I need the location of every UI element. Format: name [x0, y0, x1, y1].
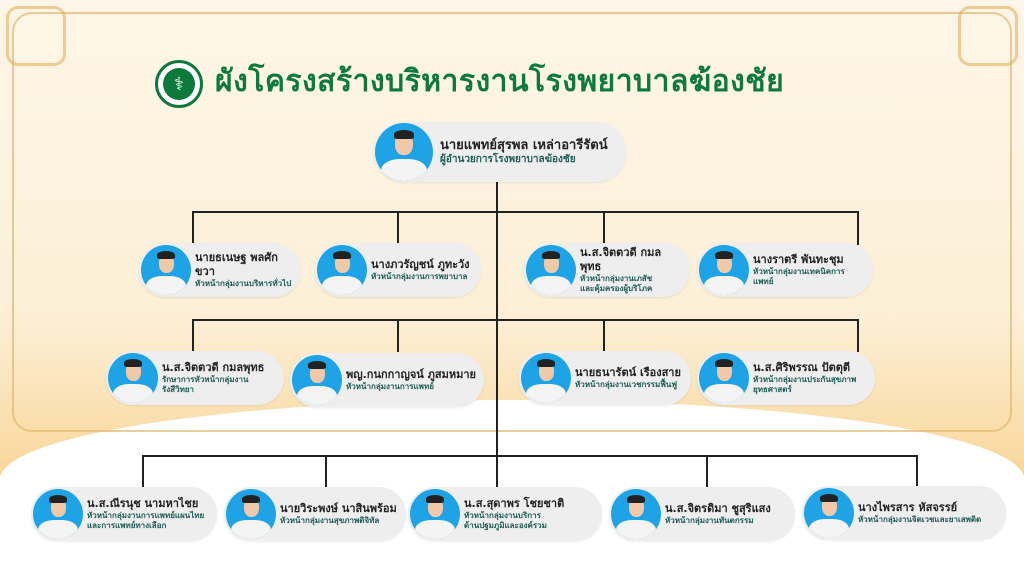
connector-line — [603, 211, 605, 245]
avatar — [375, 123, 433, 181]
person-role: หัวหน้ากลุ่มงานบริการ — [464, 510, 541, 520]
page-title: ผังโครงสร้างบริหารงานโรงพยาบาลฆ้องชัย — [215, 64, 785, 99]
person-role: หัวหน้ากลุ่มงานการพยาบาล — [371, 271, 468, 281]
avatar — [699, 353, 749, 403]
connector-line — [603, 319, 605, 352]
person-role: หัวหน้ากลุ่มงานบริหารทั่วไป — [195, 278, 292, 288]
person-name: นายธนารัตน์ เรืองสาย — [575, 366, 681, 380]
person-name: น.ส.ศิริพรรณ ปัตตุตี — [753, 361, 850, 375]
connector-line — [857, 319, 859, 352]
person-card: น.ส.จิตตวดี กมลพุทธรักษาการหัวหน้ากลุ่มง… — [106, 351, 284, 405]
avatar — [804, 488, 854, 538]
person-role: หัวหน้ากลุ่มงานการแพทย์ — [346, 381, 434, 391]
person-role: หัวหน้ากลุ่มงานประกันสุขภาพ — [753, 374, 857, 384]
connector-line — [857, 211, 859, 245]
person-role: หัวหน้ากลุ่มงานเทคนิคการแพทย์ — [753, 266, 845, 286]
avatar — [226, 489, 276, 539]
person-card: นางภวรัญชน์ ภูทะวังหัวหน้ากลุ่มงานการพยา… — [315, 243, 481, 297]
connector-line — [916, 455, 918, 487]
person-name: นางไพรสาร หัสจรรย์ — [858, 501, 958, 515]
connector-line — [142, 455, 918, 457]
connector-line — [192, 319, 858, 321]
avatar — [292, 355, 342, 405]
person-role: รักษาการหัวหน้ากลุ่มงานรังสีวิทยา — [162, 374, 249, 394]
person-role: ยุทธศาสตร์ — [753, 384, 792, 394]
avatar — [410, 489, 460, 539]
avatar — [521, 353, 571, 403]
connector-line — [706, 455, 708, 487]
person-name: น.ส.สุดาพร โชยชาติ — [464, 497, 565, 511]
connector-line — [397, 211, 399, 245]
person-name: นายธเนษฐ พลศักขวา — [195, 251, 278, 278]
person-name: นายแพทย์สุรพล เหล่าอารีรัตน์ — [440, 137, 608, 153]
connector-line — [142, 455, 144, 487]
ornament-corner — [6, 6, 66, 66]
person-name: นางภวรัญชน์ ภูทะวัง — [371, 258, 470, 272]
person-card: นางราตรี พันทะชุมหัวหน้ากลุ่มงานเทคนิคกา… — [697, 243, 873, 297]
connector-line — [192, 319, 194, 352]
person-name: น.ส.จิตตวดี กมลพุทธ — [580, 246, 662, 273]
person-role: ผู้อำนวยการโรงพยาบาลฆ้องชัย — [440, 153, 576, 165]
person-name: นางราตรี พันทะชุม — [753, 253, 844, 267]
person-card: น.ส.สุดาพร โชยชาติหัวหน้ากลุ่มงานบริการด… — [408, 487, 602, 541]
person-name: นายวิระพงษ์ นาสินพร้อม — [280, 502, 397, 516]
person-role: และคุ้มครองผู้บริโภค — [580, 283, 653, 293]
avatar — [611, 489, 661, 539]
person-card: น.ส.จิตตวดี กมลพุทธหัวหน้ากลุ่มงานเภสัชแ… — [524, 243, 690, 297]
person-role: หัวหน้ากลุ่มงานการแพทย์แผนไทย — [87, 510, 205, 520]
person-card: นายธเนษฐ พลศักขวาหัวหน้ากลุ่มงานบริหารทั… — [139, 243, 301, 297]
person-role: หัวหน้ากลุ่มงานเวชกรรมฟื้นฟู — [575, 379, 678, 389]
connector-line — [496, 455, 498, 487]
caduceus-icon: ⚕ — [163, 68, 195, 100]
person-name: พญ.กนกกาญจน์ ภูสมหมาย — [346, 368, 476, 382]
person-card: นายธนารัตน์ เรืองสายหัวหน้ากลุ่มงานเวชกร… — [519, 351, 691, 405]
avatar — [317, 245, 367, 295]
avatar — [33, 489, 83, 539]
connector-line — [325, 455, 327, 487]
avatar — [526, 245, 576, 295]
person-card: น.ส.ณีรนุช นามหาไชยหัวหน้ากลุ่มงานการแพท… — [31, 487, 217, 541]
person-card: นางไพรสาร หัสจรรย์หัวหน้ากลุ่มงานจิตเวชแ… — [802, 486, 1006, 540]
director-card: นายแพทย์สุรพล เหล่าอารีรัตน์ผู้อำนวยการโ… — [374, 122, 626, 182]
person-name: น.ส.ณีรนุช นามหาไชย — [87, 497, 199, 511]
ornament-corner — [958, 6, 1018, 66]
person-card: นายวิระพงษ์ นาสินพร้อมหัวหน้ากลุ่มงานสุข… — [224, 487, 406, 541]
avatar — [141, 245, 191, 295]
person-role: หัวหน้ากลุ่มงานจิตเวชและยาเสพติด — [858, 514, 982, 524]
avatar — [108, 353, 158, 403]
person-name: น.ส.จิตตวดี กมลพุทธ — [162, 361, 265, 375]
person-role: หัวหน้ากลุ่มงานเภสัช — [580, 273, 653, 283]
person-card: น.ส.ศิริพรรณ ปัตตุตีหัวหน้ากลุ่มงานประกั… — [697, 351, 875, 405]
person-card: พญ.กนกกาญจน์ ภูสมหมายหัวหน้ากลุ่มงานการแ… — [290, 353, 484, 407]
ministry-logo: ⚕ — [155, 60, 203, 108]
connector-line — [192, 211, 194, 245]
person-role: หัวหน้ากลุ่มงานสุขภาพดิจิทัล — [280, 515, 380, 525]
person-role: ด้านปฐมภูมิและองค์รวม — [464, 520, 547, 530]
person-role: และการแพทย์ทางเลือก — [87, 520, 167, 530]
connector-line — [192, 211, 858, 213]
avatar — [699, 245, 749, 295]
connector-line — [397, 319, 399, 352]
person-card: น.ส.จิตรดิมา ชูสุริแสงหัวหน้ากลุ่มงานทัน… — [609, 487, 795, 541]
person-role: หัวหน้ากลุ่มงานทันตกรรม — [665, 515, 754, 525]
person-name: น.ส.จิตรดิมา ชูสุริแสง — [665, 502, 771, 516]
decorative-frame — [12, 12, 1012, 432]
